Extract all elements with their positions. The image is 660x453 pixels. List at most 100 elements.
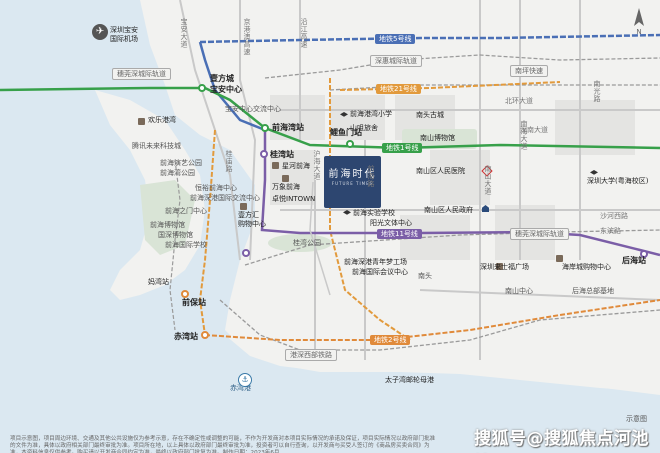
road-huhai: 沪海大道 [313,150,321,180]
metro-2-label: 地铁2号线 [370,335,411,345]
station-guiwan: 桂湾站 [270,150,294,159]
station-marker [181,290,189,298]
place-qianhai-kid: 前海国际学校 [165,241,207,249]
rail-huigang-label: 穗莞深城际轨道 [510,228,569,240]
footnote: 项目示意图，项目周边环境、交通及其他公共设施仅为参考示意，存在不确定性或调整的可… [10,436,436,453]
place-zhuoyue: 卓悦INTOWN [272,195,316,203]
project-marker[interactable]: 前海时代 FUTURE TIMES [324,156,381,208]
station-marker [260,150,268,158]
airport-name-line2: 国际机场 [110,35,138,43]
metro-11-label: 地铁11号线 [377,229,422,239]
poi-icon [272,162,279,169]
place-qianhai-zhiyuan: 前海之门中心 [165,207,207,215]
metro-line-5 [199,33,660,44]
school-icon [343,210,351,215]
station-xixiang: 壹方城 [210,74,234,83]
road-guimiao: 桂庙路 [225,150,233,173]
place-chiwan-port: 赤湾港 [230,384,251,392]
place-guiwan-park: 桂湾公园 [293,239,321,247]
poi-icon [138,118,145,125]
rail-suiguan-label: 穗莞深城际轨道 [112,68,171,80]
road-nanshan-dadao: 南山大道 [484,165,492,195]
watermark: 搜狐号@搜狐焦点河池站 [474,429,649,449]
station-houhai: 后海站 [622,256,646,265]
poi-icon [496,263,503,270]
poi-icon [282,175,289,182]
road-yanjiang: 沿江高速 [300,18,308,48]
metro-21-label: 地铁21号线 [376,84,421,94]
station-marker [198,84,206,92]
place-nanshan-zhongxin: 南山中心 [505,287,533,295]
place-taizi-wan: 太子湾邮轮母港 [385,376,434,384]
road-dongbin: 东滨路 [600,227,621,235]
place-qianhai-square: 前海演艺公园 [160,159,202,167]
road-shahe: 沙河西路 [600,212,628,220]
place-shanzui: 山咀旅舍 [350,124,378,132]
place-qianhai-guoji: 前海国际会议中心 [352,268,408,276]
station-qianbao: 前保站 [182,298,206,307]
project-logo-en: FUTURE TIMES [331,181,374,186]
place-yifanghui: 壹方汇 [238,211,259,219]
place-qianhai-jiaoyi: 前海深港国际交流中心 [190,194,260,202]
place-qianhai-huayuan: 前海湾公园 [160,169,195,177]
rail-shenzhong-label: 深惠城际轨道 [370,55,422,67]
station-marker [261,124,269,132]
station-marker [346,140,354,148]
place-wanxiang: 万象前海 [272,183,300,191]
road-nanhai: 南海大道 [520,120,528,150]
place-nanshan-zhengfu: 南山区人民政府 [424,206,473,214]
svg-text:N: N [636,28,641,34]
place-baoan-jiaoyu: 宝安中心交流中心 [225,105,281,113]
rail-nanping-label: 南坪快速 [510,65,548,77]
station-liyumen: 鲤鱼门站 [330,128,362,137]
poi-icon [556,255,563,262]
road-jingzhou: 京港澳高速 [243,18,251,56]
airport-name-line1: 深圳宝安 [110,26,138,34]
place-qianhai-bowu: 前海博物馆 [150,221,185,229]
school-icon [590,170,598,175]
place-qianhai-wenti: 阳光文体中心 [370,219,412,227]
place-nantou-gucheng: 南头古城 [416,111,444,119]
place-houhai-zongbu: 后海总部基地 [572,287,614,295]
airplane-icon: ✈ [92,24,108,40]
rail-lines [219,54,660,351]
place-hengzhi: 恒裕前海中心 [195,184,237,192]
place-nantou: 南头 [418,272,432,280]
place-huanlegang: 欢乐港湾 [148,116,176,124]
north-arrow-icon: N [634,8,644,34]
metro-5-label: 地铁5号线 [375,34,416,44]
place-xinghe: 星河前海 [282,162,310,170]
station-qianhaiwan: 前海湾站 [272,123,304,132]
rail-gangshen-label: 港深西部铁路 [285,349,337,361]
government-icon [482,205,489,212]
road-nanguang: 南光路 [593,80,601,103]
school-icon [340,112,348,117]
poi-icon [240,203,247,210]
place-laishi: 深圳来士福广场 [480,263,529,271]
road-shennan: 深南大道 [520,126,548,134]
station-baoan-zhongxin: 宝安中心 [210,85,242,94]
place-qianhai-chuangye: 前海深港青年梦工场 [344,258,407,266]
station-mawan: 妈湾站 [148,278,169,286]
metro-line-2 [198,129,216,336]
station-marker [201,331,209,339]
place-qianhai-jiaotong: 国深博物馆 [158,231,193,239]
road-qianhai-road: 前海路 [367,165,375,188]
metro-1-label: 地铁1号线 [382,143,423,153]
place-shenda: 深圳大学(粤海校区) [587,177,649,185]
place-haian-cheng: 海岸城购物中心 [562,263,611,271]
station-chiwan: 赤湾站 [174,332,198,341]
place-nanshan-bowuguan: 南山博物馆 [420,134,455,142]
scale-label: 示意图 [626,415,647,423]
station-marker [242,249,250,257]
place-tengxun: 腾讯未来科技城 [132,142,181,150]
place-nanshan-juyuan: 南山区人民医院 [416,167,465,175]
project-logo: 前海时代 [328,169,377,180]
station-marker [640,250,648,258]
road-beihuan: 北环大道 [505,97,533,105]
road-baoan-dadao: 宝安大道 [180,18,188,48]
anchor-icon: ⚓ [238,373,252,387]
